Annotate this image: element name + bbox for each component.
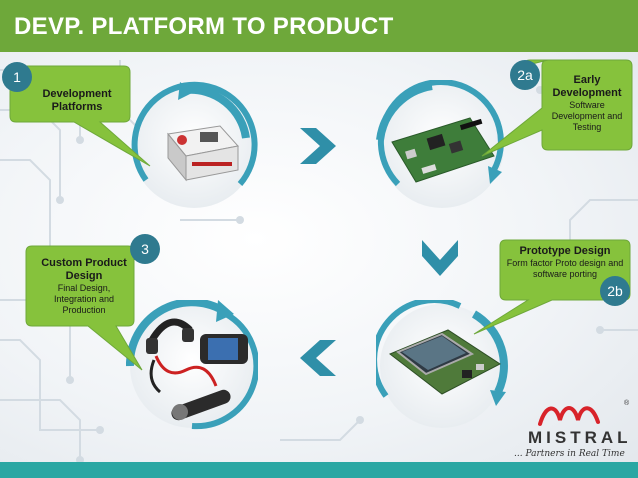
slide-title: DEVP. PLATFORM TO PRODUCT	[14, 13, 394, 40]
logo-name: MISTRAL	[528, 428, 632, 447]
registered-mark: ®	[624, 400, 630, 407]
callout-title: Custom Product Design	[41, 257, 127, 282]
mistral-logo-mark	[538, 406, 600, 426]
callout-prototype-design: Prototype Design Form factor Proto desig…	[504, 245, 626, 280]
chevron-left-icon	[300, 340, 336, 376]
step-badge-2a: 2a	[510, 60, 540, 90]
circle-custom-product	[126, 300, 258, 430]
footer-bar	[0, 462, 638, 478]
chevron-down-icon	[422, 240, 458, 276]
circle-prototype-design	[376, 300, 508, 428]
chevron-right-icon	[300, 128, 336, 164]
step-badge-1: 1	[2, 62, 32, 92]
circle-early-development	[376, 80, 504, 208]
callout-title: Development Platforms	[42, 88, 112, 113]
callout-title: Early Development	[552, 74, 622, 99]
step-badge-3: 3	[130, 234, 160, 264]
callout-description: Form factor Proto design and software po…	[506, 258, 624, 279]
header-bar: DEVP. PLATFORM TO PRODUCT	[0, 0, 638, 52]
callout-early-development: Early Development Software Development a…	[546, 74, 628, 133]
callout-development-platforms: Development Platforms	[30, 88, 124, 114]
logo-tagline: ... Partners in Real Time	[514, 449, 625, 459]
callout-description: Software Development and Testing	[551, 100, 623, 132]
callout-title: Prototype Design	[519, 245, 611, 257]
callout-custom-product: Custom Product Design Final Design, Inte…	[36, 257, 132, 316]
callout-description: Final Design, Integration and Production	[53, 283, 115, 315]
step-badge-2b: 2b	[600, 276, 630, 306]
circle-development-platform	[131, 81, 258, 208]
